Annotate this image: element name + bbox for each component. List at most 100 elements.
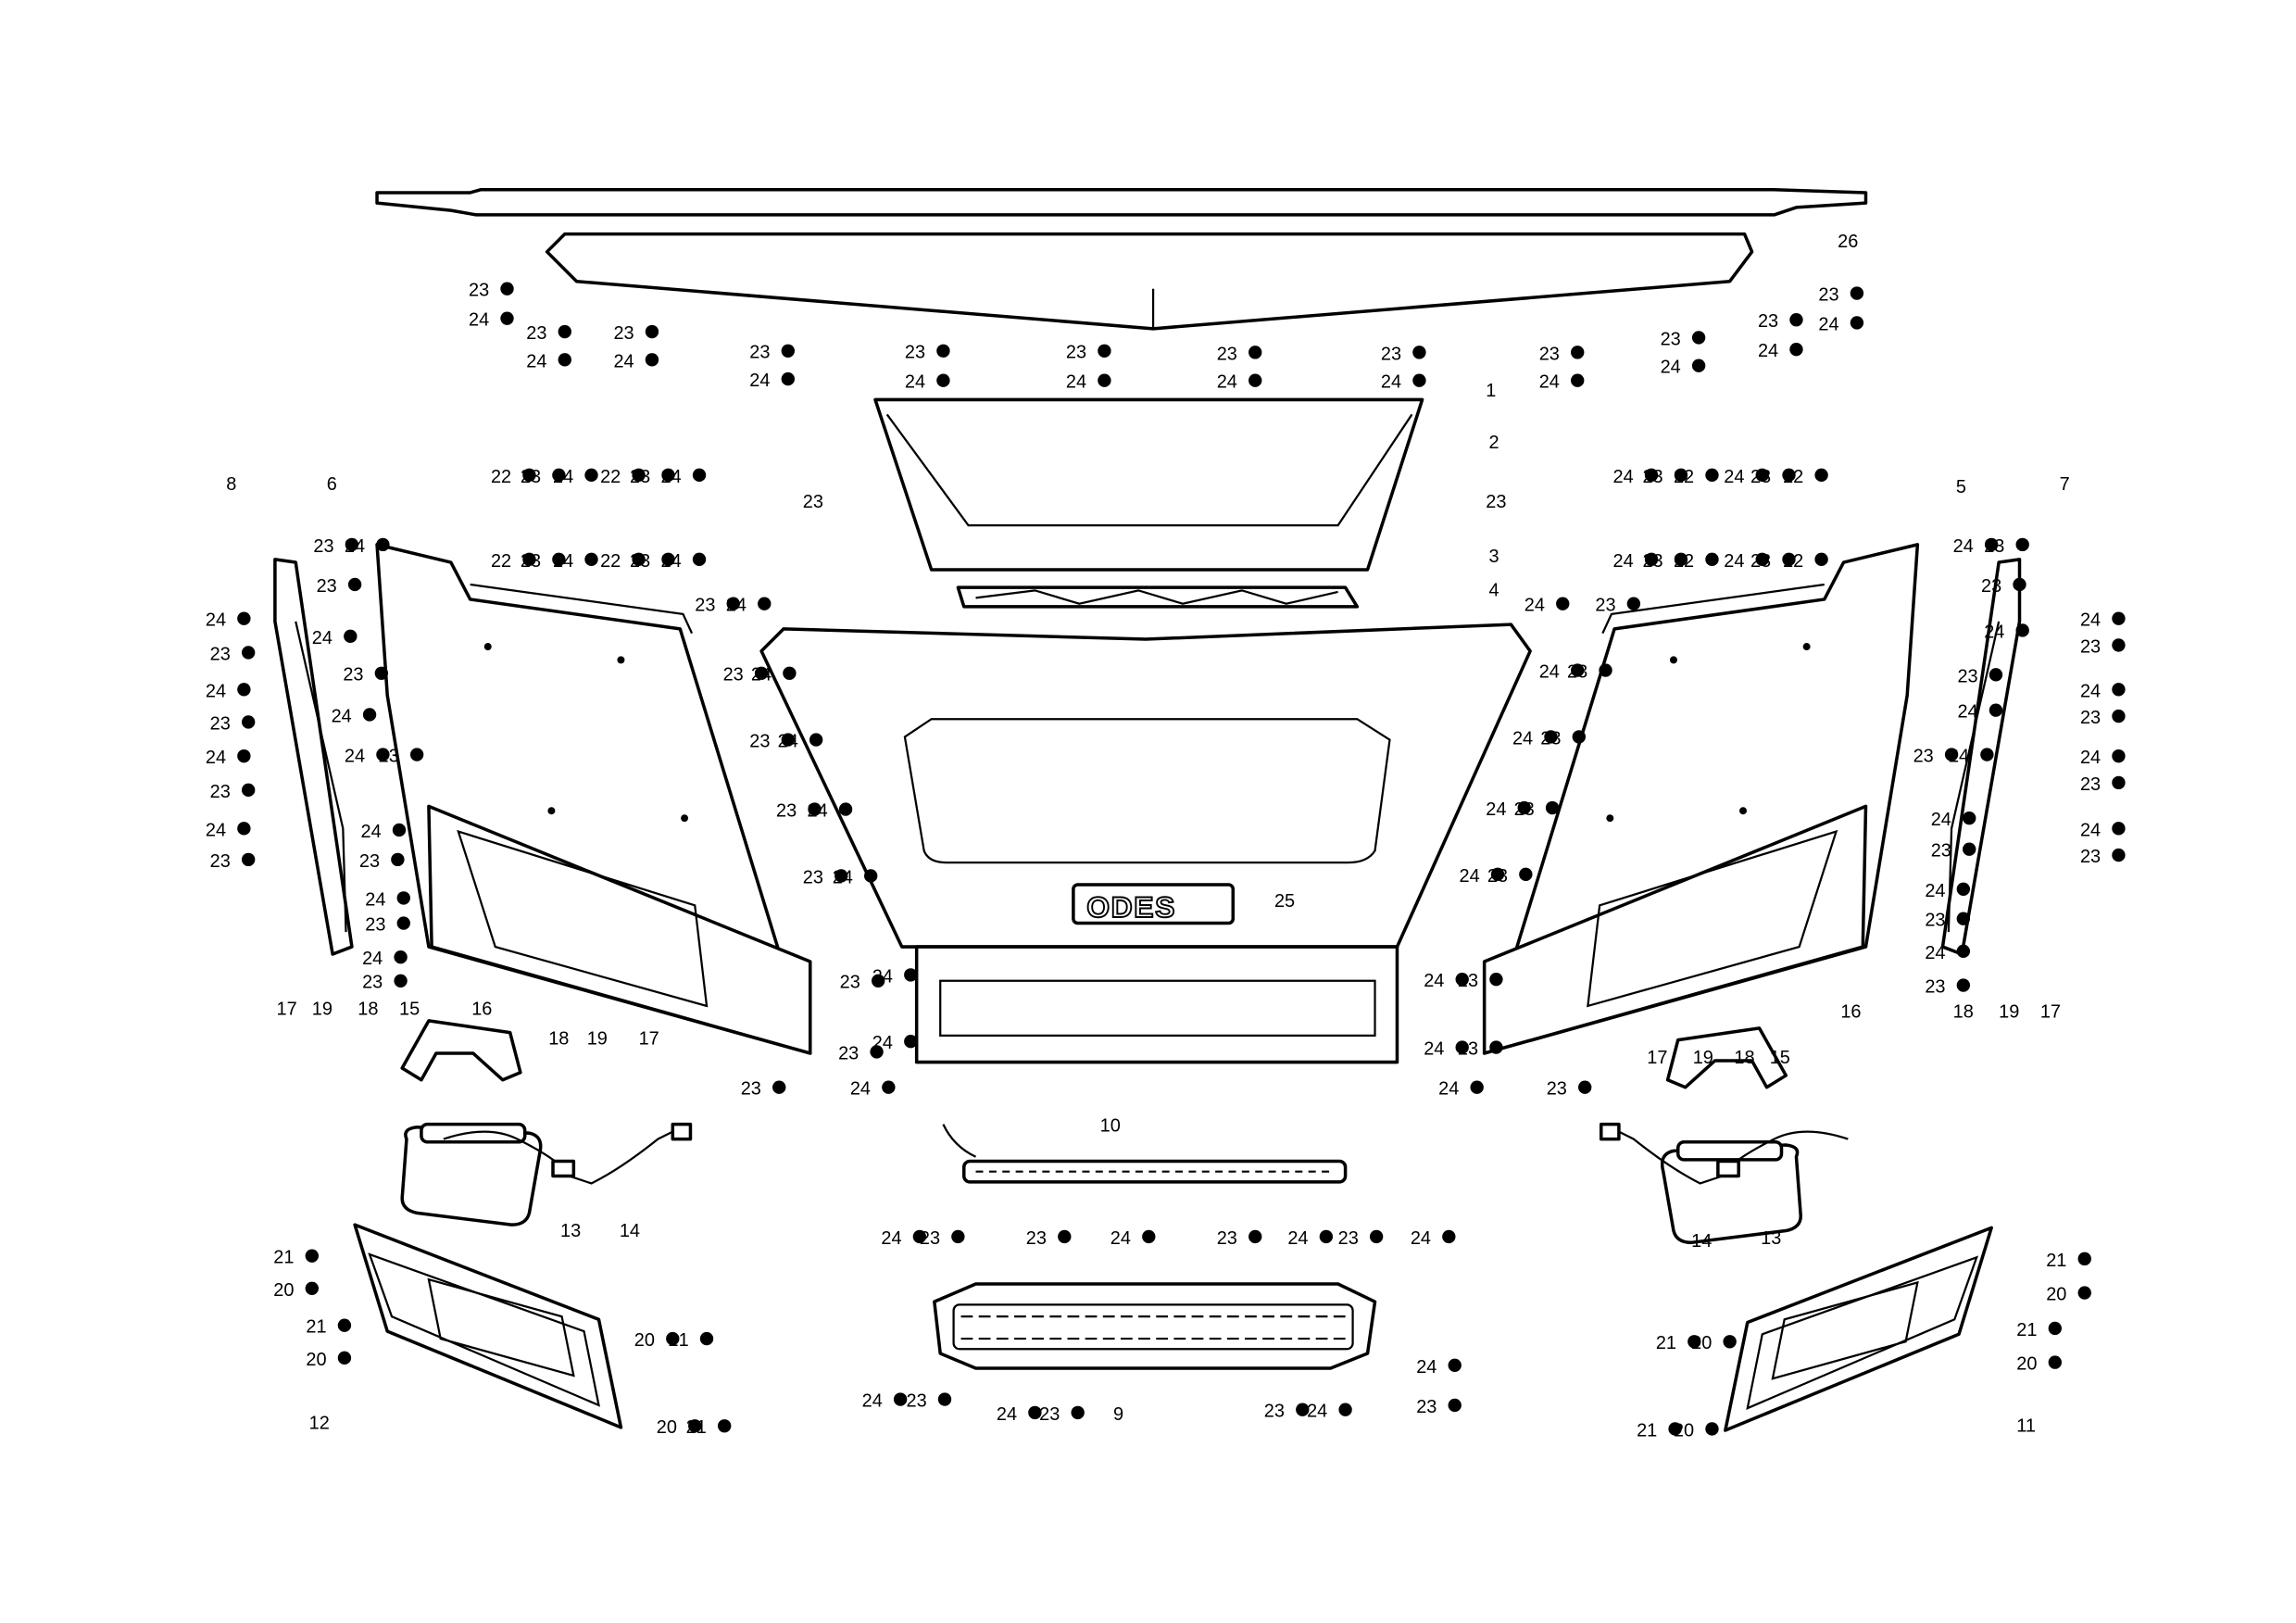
fastener-callout-24: 24: [2080, 610, 2101, 631]
fastener-icon: [347, 577, 362, 592]
fastener-icon: [1489, 972, 1503, 987]
fastener-icon: [1626, 597, 1641, 610]
fastener-callout-23: 23: [1567, 662, 1587, 683]
fastener-callout-20: 20: [1674, 1420, 1694, 1441]
fastener-icon: [237, 683, 251, 697]
fastener-callout-23: 23: [838, 1043, 859, 1063]
fastener-icon: [754, 666, 769, 680]
fastener-callout-22: 22: [1783, 467, 1803, 487]
fastener-callout-24: 24: [751, 665, 772, 686]
fastener-icon: [2112, 683, 2126, 697]
fastener-callout-24: 24: [881, 1228, 901, 1249]
fastener-callout-23: 23: [920, 1228, 940, 1249]
fastener-callout-24: 24: [1613, 551, 1634, 572]
fastener-icon: [1674, 468, 1688, 483]
fastener-callout-21: 21: [686, 1417, 707, 1438]
fastener-icon: [661, 468, 675, 483]
part-2-hood: [873, 397, 1424, 572]
fastener-icon: [904, 1035, 918, 1049]
part-1-upper-bar: [545, 232, 1754, 331]
fastener-callout-23: 23: [1750, 551, 1771, 572]
fastener-icon: [1789, 313, 1803, 327]
fastener-callout-23: 23: [1931, 841, 1951, 862]
part-callout-23: 23: [803, 492, 823, 512]
part-callout-26: 26: [1838, 232, 1858, 252]
fastener-icon: [2048, 1321, 2062, 1336]
fastener-icon: [1098, 373, 1111, 387]
fastener-callout-23: 23: [313, 536, 333, 557]
part-15-left-bracket: [400, 1019, 522, 1082]
fastener-callout-23: 23: [343, 665, 363, 686]
part-callout-17: 17: [639, 1028, 659, 1049]
part-callout-10: 10: [1100, 1116, 1121, 1137]
fastener-callout-21: 21: [1637, 1420, 1657, 1441]
fastener-icon: [522, 468, 536, 483]
fastener-callout-23: 23: [1416, 1397, 1437, 1417]
fastener-icon: [1544, 730, 1558, 744]
part-callout-3: 3: [1488, 547, 1499, 567]
fastener-callout-24: 24: [997, 1404, 1017, 1425]
part-callout-17: 17: [1647, 1048, 1667, 1068]
fastener-icon: [1599, 663, 1612, 677]
fastener-callout-24: 24: [872, 1033, 893, 1053]
fastener-icon: [584, 468, 598, 483]
fastener-icon: [781, 344, 795, 358]
fastener-callout-24: 24: [1438, 1079, 1459, 1100]
fastener-callout-23: 23: [1984, 536, 2004, 557]
fastener-icon: [1980, 748, 1994, 761]
fastener-icon: [392, 823, 407, 837]
fastener-callout-24: 24: [1287, 1228, 1308, 1249]
fastener-callout-23: 23: [365, 914, 385, 935]
fastener-icon: [1814, 552, 1828, 567]
fastener-callout-23: 23: [1217, 1228, 1237, 1249]
fastener-callout-24: 24: [1424, 971, 1444, 991]
fastener-callout-23: 23: [776, 801, 797, 822]
fastener-callout-21: 21: [306, 1317, 326, 1338]
fastener-callout-20: 20: [306, 1350, 326, 1370]
fastener-icon: [1850, 316, 1864, 330]
fastener-icon: [1571, 346, 1585, 359]
fastener-callout-24: 24: [726, 596, 747, 616]
part-callout-17: 17: [2040, 1002, 2061, 1023]
part-callout-19: 19: [1999, 1002, 2019, 1023]
fastener-icon: [1556, 597, 1570, 610]
fastener-icon: [1571, 373, 1585, 387]
fastener-icon: [632, 468, 646, 483]
fastener-icon: [241, 783, 256, 798]
fastener-callout-24: 24: [1539, 372, 1560, 393]
fastener-icon: [2077, 1252, 2091, 1266]
fastener-icon: [1674, 552, 1688, 567]
fastener-icon: [1098, 344, 1111, 358]
fastener-callout-24: 24: [312, 628, 332, 648]
fastener-callout-23: 23: [1381, 344, 1401, 364]
fastener-icon: [305, 1281, 319, 1295]
part-callout-15: 15: [1770, 1048, 1790, 1068]
fastener-icon: [1705, 552, 1719, 567]
fastener-icon: [1723, 1335, 1737, 1349]
fastener-icon: [1850, 286, 1864, 300]
fastener-icon: [645, 324, 659, 339]
fastener-icon: [500, 311, 514, 325]
fastener-icon: [1442, 1229, 1456, 1244]
fastener-icon: [2112, 709, 2126, 723]
part-8-left-strip: [273, 558, 354, 956]
fastener-callout-21: 21: [1656, 1333, 1676, 1353]
fastener-icon: [1490, 867, 1505, 882]
fastener-callout-24: 24: [1411, 1228, 1431, 1249]
part-callout-7: 7: [2060, 474, 2070, 495]
fastener-icon: [1338, 1403, 1352, 1416]
fastener-icon: [1691, 359, 1706, 372]
fastener-icon: [1956, 944, 1971, 959]
fastener-callout-23: 23: [1458, 1039, 1478, 1060]
fastener-icon: [305, 1249, 319, 1263]
part-callout-18: 18: [1734, 1048, 1754, 1068]
fastener-icon: [237, 611, 251, 625]
fastener-callout-24: 24: [1424, 1039, 1444, 1060]
fastener-callout-23: 23: [526, 323, 546, 344]
fastener-icon: [783, 666, 797, 680]
fastener-icon: [1782, 552, 1796, 567]
fastener-callout-23: 23: [613, 323, 634, 344]
fastener-callout-24: 24: [526, 351, 546, 371]
fastener-icon: [666, 1331, 680, 1346]
fastener-icon: [1058, 1229, 1072, 1244]
